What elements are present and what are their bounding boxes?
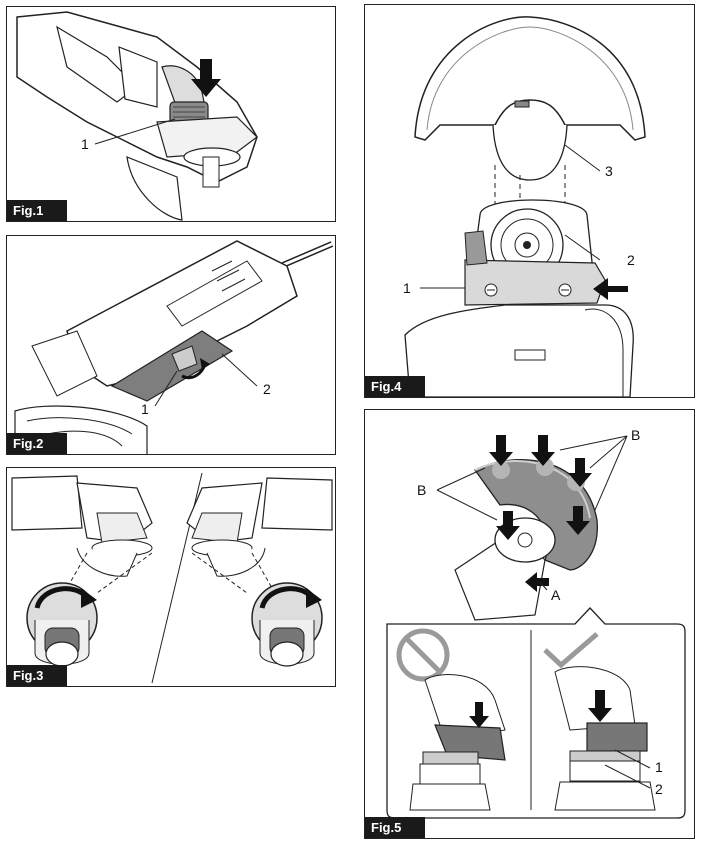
fig2-label: Fig.2 [7, 433, 68, 454]
fig3-label: Fig.3 [7, 665, 68, 686]
fig5-callout-a: A [551, 587, 561, 603]
fig5-callout-b-right: B [631, 427, 641, 443]
fig2-callout-1: 1 [141, 401, 149, 417]
fig4-label: Fig.4 [365, 376, 426, 397]
figure-3-panel: Fig.3 [6, 467, 336, 687]
figure-4-illustration [404, 16, 646, 397]
figure-5-panel: B B A 1 2 Fig.5 [364, 409, 695, 839]
figure-1-illustration [16, 11, 258, 221]
fig1-label: Fig.1 [7, 200, 68, 221]
figure-5-illustration [386, 435, 686, 819]
fig5-callout-1: 1 [655, 759, 663, 775]
fig5-label: Fig.5 [365, 817, 426, 838]
figure-3-illustration [11, 472, 333, 684]
fig5-callout-2: 2 [655, 781, 663, 797]
figure-4-panel: 1 2 3 Fig.4 [364, 4, 695, 398]
fig1-callout-1: 1 [81, 136, 89, 152]
figure-2-illustration [14, 240, 334, 454]
fig4-callout-1: 1 [403, 280, 411, 296]
figure-2-panel: 1 2 Fig.2 [6, 235, 336, 455]
fig2-callout-2: 2 [263, 381, 271, 397]
checkmark-icon [543, 632, 599, 669]
fig4-callout-2: 2 [627, 252, 635, 268]
fig4-callout-3: 3 [605, 163, 613, 179]
prohibited-icon [396, 628, 450, 682]
fig5-callout-b-left: B [417, 482, 427, 498]
figure-1-panel: 1 Fig.1 [6, 6, 336, 222]
